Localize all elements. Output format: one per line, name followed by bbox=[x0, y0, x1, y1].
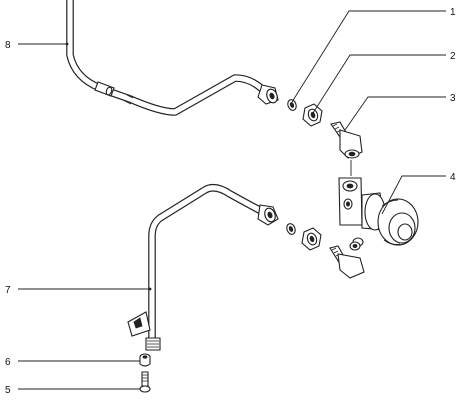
callout-2: 2 bbox=[450, 51, 456, 62]
callout-1: 1 bbox=[450, 7, 456, 18]
small-nut-part-6 bbox=[139, 353, 151, 367]
elbow-fitting-part-3 bbox=[330, 121, 363, 159]
hex-nut-part-2 bbox=[302, 103, 323, 127]
screw-part-5 bbox=[139, 371, 151, 393]
lower-pipe-part-7 bbox=[127, 183, 365, 351]
valve-tee-part-4 bbox=[338, 160, 419, 247]
callout-4: 4 bbox=[450, 172, 456, 183]
callout-8: 8 bbox=[5, 40, 11, 51]
callout-5: 5 bbox=[5, 385, 11, 396]
callout-6: 6 bbox=[5, 357, 11, 368]
leader-lines bbox=[18, 10, 446, 390]
callout-7: 7 bbox=[5, 285, 11, 296]
upper-pipe bbox=[66, 0, 279, 116]
callout-3: 3 bbox=[450, 93, 456, 104]
callout-labels: 1 2 3 4 5 6 7 8 bbox=[5, 7, 456, 396]
o-ring-part-1 bbox=[287, 99, 297, 111]
